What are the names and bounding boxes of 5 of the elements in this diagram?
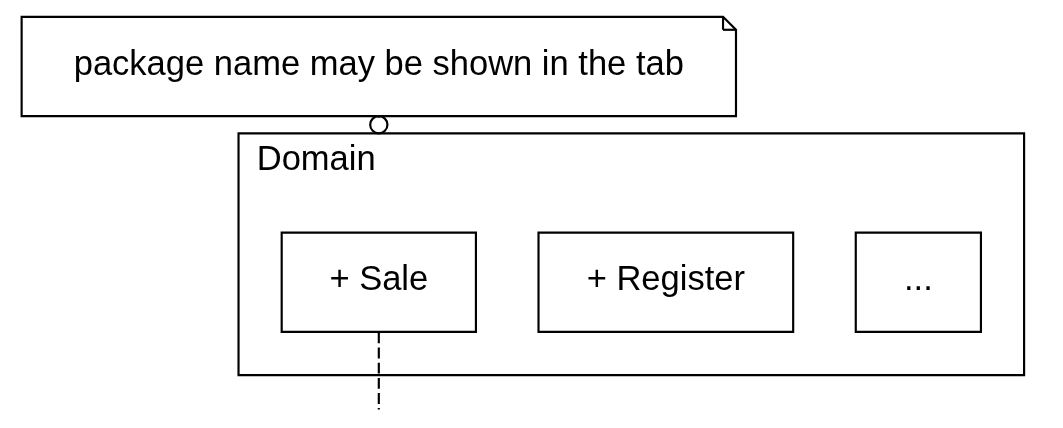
connector	[369, 115, 389, 135]
connector	[377, 332, 380, 410]
node-box: + Sale	[280, 231, 477, 333]
node-box: + Register	[537, 231, 795, 333]
node-box: ...	[854, 231, 983, 333]
